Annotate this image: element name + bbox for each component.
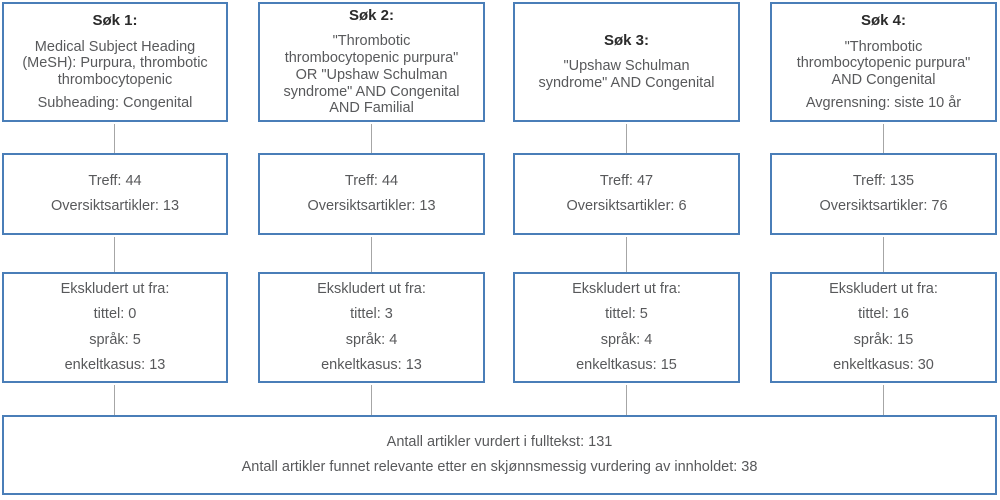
results-line: Treff: 47 [599, 172, 654, 189]
excluded-line: Ekskludert ut fra: [60, 280, 170, 297]
connector-line [883, 385, 884, 415]
connector-line [626, 237, 627, 272]
results-line: Oversiktsartikler: 6 [566, 198, 687, 214]
connector-line [371, 385, 372, 415]
excluded-line: enkeltkasus: 15 [576, 356, 677, 373]
excluded-line: Ekskludert ut fra: [829, 280, 938, 297]
search-paragraph: "Upshaw Schulman syndrome" AND Congenita… [538, 58, 715, 92]
excluded-box: Ekskludert ut fra: tittel: 0 språk: 5 en… [2, 272, 228, 383]
results-line: Treff: 135 [852, 172, 915, 189]
search-paragraph: Subheading: Congenital [37, 94, 193, 111]
search-query-box: Søk 3: "Upshaw Schulman syndrome" AND Co… [513, 2, 740, 122]
connector-line [371, 124, 372, 153]
search-paragraph: Avgrensning: siste 10 år [805, 94, 962, 111]
search-query-box: Søk 1: Medical Subject Heading (MeSH): P… [2, 2, 228, 122]
summary-box: Antall artikler vurdert i fulltekst: 131… [2, 415, 997, 495]
search-paragraph: Medical Subject Heading (MeSH): Purpura,… [22, 38, 208, 89]
results-box: Treff: 135 Oversiktsartikler: 76 [770, 153, 997, 235]
search-query-box: Søk 2: "Thrombotic thrombocytopenic purp… [258, 2, 485, 122]
search-title: Søk 4: [860, 12, 906, 30]
excluded-line: språk: 15 [853, 331, 914, 348]
excluded-line: Ekskludert ut fra: [572, 280, 681, 297]
results-line: Oversiktsartikler: 13 [307, 198, 436, 214]
connector-line [371, 237, 372, 272]
search-title: Søk 1: [92, 12, 138, 30]
results-box: Treff: 44 Oversiktsartikler: 13 [258, 153, 485, 235]
results-line: Oversiktsartikler: 13 [50, 198, 180, 214]
excluded-line: enkeltkasus: 13 [321, 356, 422, 373]
excluded-line: enkeltkasus: 30 [833, 356, 934, 373]
connector-line [114, 385, 115, 415]
excluded-line: tittel: 0 [93, 306, 137, 323]
connector-line [114, 124, 115, 153]
excluded-line: tittel: 3 [350, 306, 393, 323]
excluded-line: språk: 5 [89, 331, 141, 348]
connector-line [626, 124, 627, 153]
excluded-line: språk: 4 [600, 331, 653, 348]
search-title: Søk 3: [603, 32, 649, 50]
excluded-box: Ekskludert ut fra: tittel: 16 språk: 15 … [770, 272, 997, 383]
excluded-box: Ekskludert ut fra: tittel: 3 språk: 4 en… [258, 272, 485, 383]
results-box: Treff: 47 Oversiktsartikler: 6 [513, 153, 740, 235]
results-box: Treff: 44 Oversiktsartikler: 13 [2, 153, 228, 235]
excluded-line: enkeltkasus: 13 [64, 356, 166, 373]
connector-line [626, 385, 627, 415]
summary-line: Antall artikler vurdert i fulltekst: 131 [386, 433, 613, 450]
excluded-line: Ekskludert ut fra: [317, 280, 426, 297]
results-line: Oversiktsartikler: 76 [819, 198, 948, 214]
connector-line [114, 237, 115, 272]
search-query-box: Søk 4: "Thrombotic thrombocytopenic purp… [770, 2, 997, 122]
search-title: Søk 2: [348, 6, 394, 24]
connector-line [883, 237, 884, 272]
summary-line: Antall artikler funnet relevante etter e… [241, 459, 758, 475]
results-line: Treff: 44 [88, 172, 142, 189]
excluded-box: Ekskludert ut fra: tittel: 5 språk: 4 en… [513, 272, 740, 383]
search-paragraph: "Thrombotic thrombocytopenic purpura" AN… [796, 38, 971, 89]
search-paragraph: "Thrombotic thrombocytopenic purpura" OR… [283, 33, 460, 117]
results-line: Treff: 44 [344, 172, 399, 189]
connector-line [883, 124, 884, 153]
excluded-line: tittel: 16 [858, 306, 909, 323]
excluded-line: tittel: 5 [605, 306, 648, 323]
excluded-line: språk: 4 [345, 331, 398, 348]
